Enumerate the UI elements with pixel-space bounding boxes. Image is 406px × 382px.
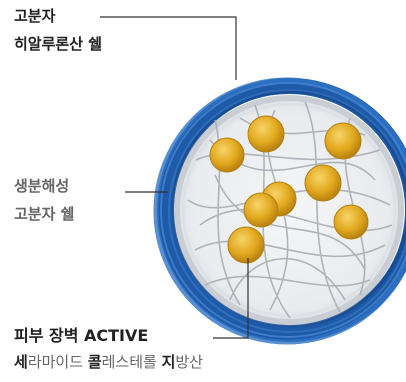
active-ingredient-segment: 라마이드 bbox=[28, 353, 88, 371]
active-ingredient-segment: 방산 bbox=[175, 353, 203, 371]
active-label-line1: 피부 장벽 ACTIVE bbox=[14, 326, 148, 346]
bead bbox=[210, 138, 244, 172]
outer-shell-label-line2: 히알루론산 쉘 bbox=[14, 34, 102, 54]
leader-outer-shell bbox=[100, 17, 236, 80]
bead bbox=[305, 165, 341, 201]
active-ingredient-segment: 세 bbox=[14, 353, 28, 371]
active-label-line2: 세라마이드 콜레스테롤 지방산 bbox=[14, 352, 203, 372]
bead bbox=[228, 227, 264, 263]
bead bbox=[325, 123, 361, 159]
bio-shell-label-line1: 생분해성 bbox=[14, 176, 69, 196]
active-ingredient-segment: 콜 bbox=[88, 353, 102, 371]
outer-shell-label-line1: 고분자 bbox=[14, 6, 55, 26]
active-ingredient-segment: 레스테롤 bbox=[102, 353, 162, 371]
bead bbox=[334, 205, 368, 239]
active-ingredient-segment: 지 bbox=[162, 353, 176, 371]
bead bbox=[248, 116, 284, 152]
bio-shell-label-line2: 고분자 쉘 bbox=[14, 204, 74, 224]
bead bbox=[244, 193, 278, 227]
